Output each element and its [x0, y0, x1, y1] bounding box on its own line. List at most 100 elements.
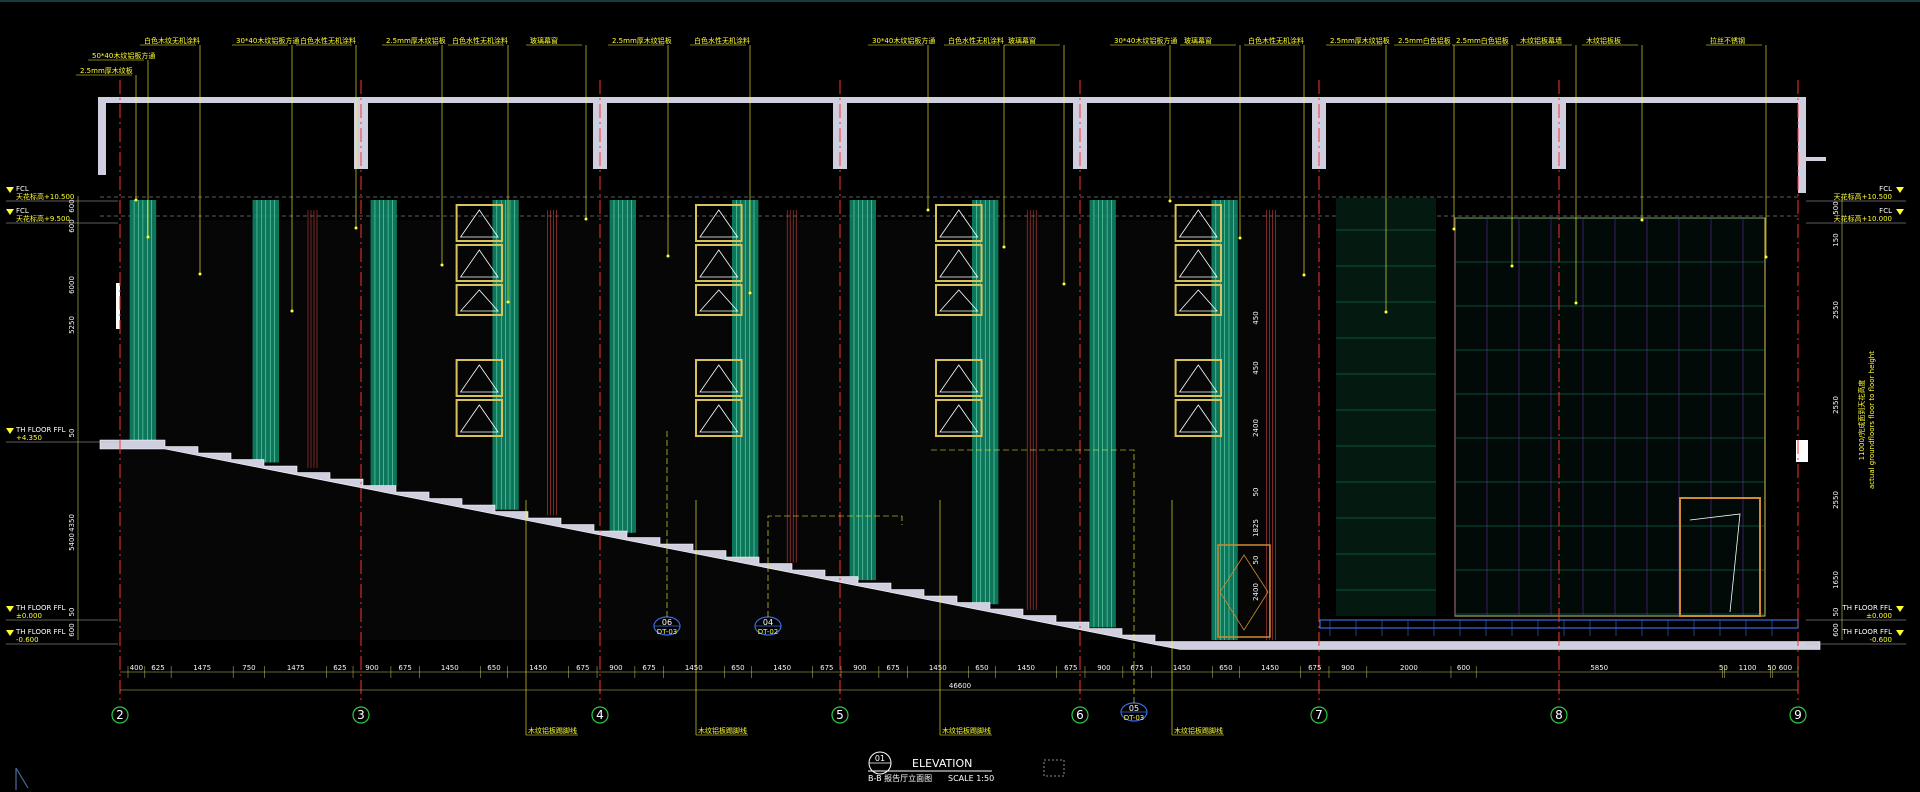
level-triangle	[6, 209, 14, 215]
leader-dot	[1574, 301, 1578, 305]
bottom-label: 木纹铝板踢脚线	[698, 726, 747, 735]
dim-text: 675	[1308, 664, 1321, 672]
glazing-hatch	[459, 209, 499, 238]
dim-text: 675	[820, 664, 833, 672]
axis-label: 2	[116, 708, 124, 722]
glazing-hatch	[1178, 289, 1218, 312]
side-door-diamond	[1219, 554, 1269, 631]
level-note-left: +4.350	[16, 434, 42, 442]
top-label: 白色水性无机涂料	[948, 36, 1004, 45]
title-number: 01	[875, 754, 885, 763]
level-triangle	[6, 606, 14, 612]
axis-bubble	[1789, 706, 1807, 724]
glazing-panel	[455, 284, 504, 316]
axis-bubble	[111, 706, 129, 724]
glazing-hatch	[939, 209, 979, 238]
total-dim-text: 46600	[949, 682, 971, 690]
leader-dot	[1302, 273, 1306, 277]
top-label: 2.5mm厚木纹铝板	[612, 36, 672, 45]
axis-label: 6	[1076, 708, 1084, 722]
dim-text: 2000	[1400, 664, 1418, 672]
dim-text: 675	[1064, 664, 1077, 672]
leader-dot	[1510, 264, 1514, 268]
title-box	[1043, 759, 1065, 777]
section-line-05	[928, 449, 1135, 703]
dim-text: 1100	[1739, 664, 1757, 672]
glazing-panel	[695, 399, 743, 437]
dim-text: 750	[242, 664, 255, 672]
glazing-panel	[695, 284, 743, 316]
glazing-panel	[1174, 284, 1223, 316]
glazing-panel	[1174, 359, 1223, 397]
level-name-left: TH FLOOR FFL	[15, 426, 66, 434]
dim-text: 900	[1341, 664, 1354, 672]
bottom-label: 木纹铝板踢脚线	[528, 726, 577, 735]
dim-text: 1450	[929, 664, 947, 672]
level-name-left: FCL	[16, 185, 29, 193]
top-label: 玻璃幕窗	[530, 36, 558, 45]
dim-text: 400	[130, 664, 143, 672]
glazing-hatch	[939, 289, 979, 312]
glazing-panel	[695, 244, 743, 282]
axis-label: 7	[1315, 708, 1323, 722]
leader-dot	[1062, 282, 1066, 286]
glazing-panel	[455, 359, 504, 397]
leader-dot	[146, 235, 150, 239]
center-dim-text: 450	[1252, 361, 1260, 374]
level-name-left: TH FLOOR FFL	[15, 628, 66, 636]
dim-text: 675	[886, 664, 899, 672]
dim-text: 650	[731, 664, 744, 672]
top-label: 木纹铝板板	[1586, 36, 1621, 45]
glazing-hatch	[1178, 404, 1218, 433]
leader-dot	[290, 309, 294, 313]
level-note-right: -0.600	[1869, 636, 1892, 644]
axis-label: 9	[1794, 708, 1802, 722]
leader-dot	[198, 272, 202, 276]
top-label: 50*40木纹铝板方通	[92, 51, 155, 60]
leader-dot	[1452, 227, 1456, 231]
center-dim-text: 50	[1252, 556, 1260, 565]
axis-bubble	[1550, 706, 1568, 724]
glazing-panel	[935, 359, 983, 397]
leader-dot	[440, 263, 444, 267]
leader-dot	[666, 254, 670, 258]
section-number: 04	[763, 618, 773, 627]
level-triangle	[6, 187, 14, 193]
top-label: 2.5mm厚木纹板	[80, 66, 133, 75]
glazing-panel	[695, 359, 743, 397]
bottom-label: 木纹铝板踢脚线	[942, 726, 991, 735]
wall-panels	[120, 198, 1766, 640]
dim-text: 1450	[773, 664, 791, 672]
right-height-note-en: actual groundfloors floor to floor heigh…	[1868, 351, 1876, 489]
axis-label: 3	[357, 708, 365, 722]
dim-text: 675	[576, 664, 589, 672]
left-dim-text: 50	[68, 429, 76, 438]
left-dim-text: 600	[68, 219, 76, 232]
glazing-hatch	[939, 404, 979, 433]
level-triangle	[6, 630, 14, 636]
level-name-right: FCL	[1879, 207, 1892, 215]
dim-text: 1450	[1261, 664, 1279, 672]
section-number: 06	[662, 618, 672, 627]
top-label: 30*40木纹铝板方通	[872, 36, 935, 45]
glazing-panel	[455, 204, 504, 242]
top-label: 2.5mm白色铝板	[1398, 36, 1451, 45]
left-dim-text: 50	[68, 608, 76, 617]
glazing-hatch	[699, 249, 739, 278]
ucs-icon	[15, 767, 29, 790]
glazing-hatch	[459, 289, 499, 312]
section-line-04	[767, 515, 903, 617]
leader-dot	[584, 217, 588, 221]
top-label: 2.5mm厚木纹铝板	[1330, 36, 1390, 45]
leader-dot	[506, 300, 510, 304]
center-dim-text: 450	[1252, 311, 1260, 324]
right-dim-text: 2550	[1832, 301, 1840, 319]
right-dim-text: 2550	[1832, 491, 1840, 509]
level-triangle-right	[1896, 209, 1904, 215]
right-bracket-lower	[1796, 440, 1808, 462]
title-scale: SCALE 1:50	[948, 774, 994, 783]
top-label: 玻璃幕窗	[1008, 36, 1036, 45]
